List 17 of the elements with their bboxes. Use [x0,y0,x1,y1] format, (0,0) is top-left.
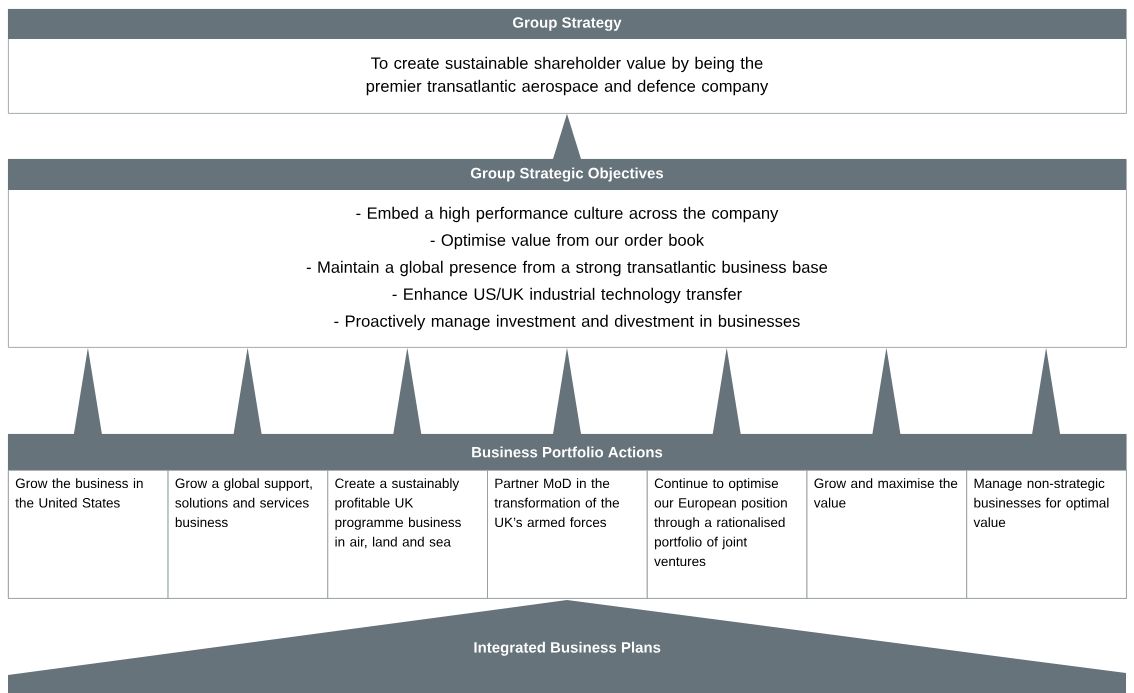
arrow [712,347,741,434]
arrow [393,347,422,434]
text-cell: Manage non-strategic businesses for optimal value [966,470,1127,599]
text-cell: Grow and maximise the value [806,470,968,599]
text-cell: Grow a global support, solutions and services business [167,470,329,599]
text-cell: Create a sustainably profitable UK programme business in air, land and sea [327,470,488,599]
arrow [1032,347,1061,434]
text-cell: Grow the business in the United States [8,470,169,599]
arrow [553,113,581,159]
arrow [73,347,102,434]
text-cell: Partner MoD in the transformation of the UK’s armed forces [487,470,648,599]
arrow [233,347,262,434]
arrow [872,347,901,434]
heading-box: Group Strategy To create sustainable shareholder value by being the premier transatlantic aerospace and defence company [8,9,1127,114]
heading-box: Group Strategic Objectives - Embed a high performance culture across the company - Optimise value from our order book - Maintain a global presence from a strong transatlantic business base - Enhance US/UK industrial technology transfer - Proactively manage investment and divestment in businesses [8,159,1127,348]
text-cell: Continue to optimise our European position through a rationalised portfolio of joint ventures [646,470,808,599]
pentagon-banner: Integrated Business Plans [8,600,1126,693]
